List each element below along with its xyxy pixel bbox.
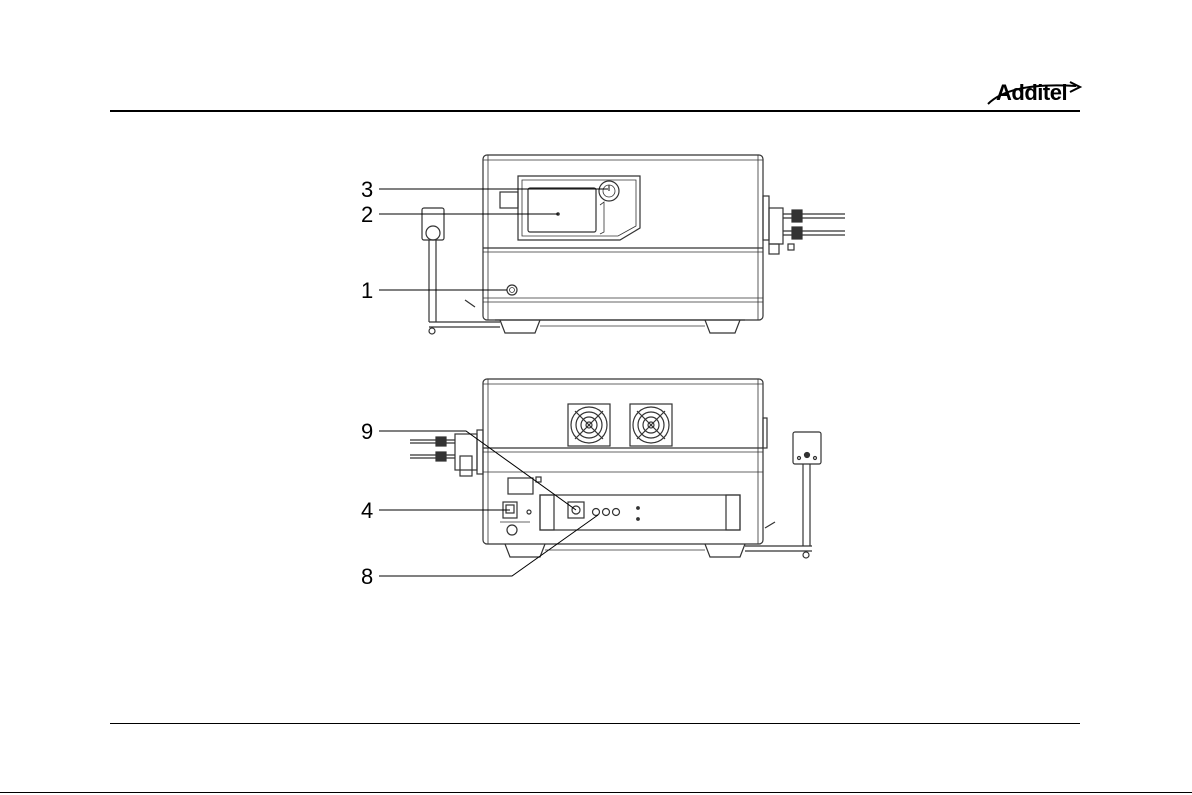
rear-foot-right bbox=[705, 544, 745, 557]
callout-4: 4 bbox=[361, 498, 373, 523]
rear-port-b bbox=[603, 509, 610, 516]
rear-connector-panel bbox=[540, 495, 740, 530]
front-side-stand-head bbox=[422, 208, 444, 240]
front-foot-right bbox=[705, 320, 740, 333]
rear-port-a bbox=[593, 509, 600, 516]
fan-right bbox=[630, 404, 672, 446]
front-foot-left bbox=[500, 320, 540, 333]
rear-foot-left bbox=[505, 544, 545, 557]
rear-view bbox=[410, 379, 821, 558]
display-housing bbox=[518, 176, 640, 240]
touch-screen bbox=[528, 188, 596, 232]
callout-2: 2 bbox=[361, 202, 373, 227]
rear-body-outline bbox=[483, 379, 763, 544]
callout-9: 9 bbox=[361, 419, 373, 444]
front-slot bbox=[500, 192, 518, 208]
power-button bbox=[507, 285, 517, 295]
rear-side-stand-head bbox=[793, 432, 821, 464]
front-view bbox=[422, 155, 845, 334]
rear-port-c bbox=[613, 509, 620, 516]
rear-label-plate bbox=[508, 478, 533, 494]
leader-8 bbox=[379, 515, 598, 576]
callout-1: 1 bbox=[361, 278, 373, 303]
callout-3: 3 bbox=[361, 177, 373, 202]
callout-8: 8 bbox=[361, 564, 373, 589]
fan-left bbox=[568, 404, 610, 446]
